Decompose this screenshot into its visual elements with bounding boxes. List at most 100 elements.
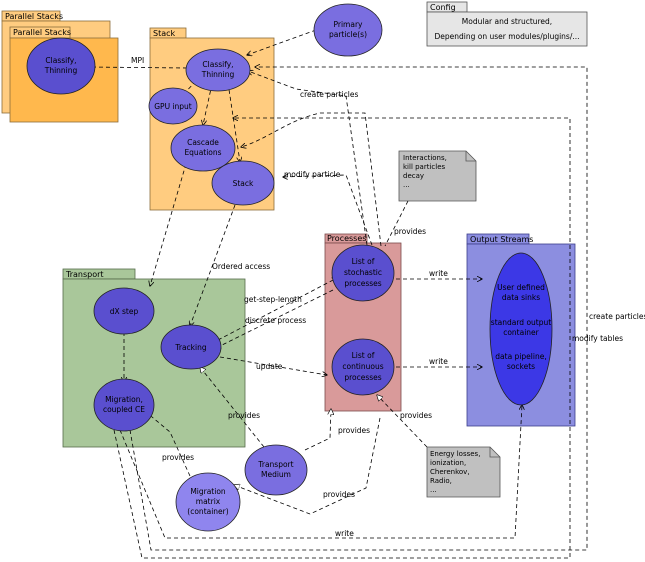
cascade-label-2: Equations	[184, 148, 221, 157]
label-mpi: MPI	[131, 56, 144, 65]
interactions-note-line-2: kill particles	[403, 163, 446, 171]
edge-labels: MPI create particles modify particle pro…	[131, 56, 645, 538]
label-provides-matrix-processes: provides	[323, 490, 355, 499]
sinks-label-3: standard output	[491, 318, 551, 327]
parallel-classify-label-2: Thinning	[44, 66, 78, 75]
interactions-note-line-4: ...	[403, 181, 410, 189]
edge-medium-tracking	[200, 367, 265, 448]
label-create-particles-right: create particles	[589, 312, 645, 321]
continuous-label-2: continuous	[342, 362, 383, 371]
label-provides-medium-tracking: provides	[228, 411, 260, 420]
edge-medium-processes	[304, 409, 331, 451]
medium-label-1: Transport	[257, 460, 293, 469]
dx-label: dX step	[110, 307, 139, 316]
config-line-1: Modular and structured,	[462, 17, 552, 26]
edge-discrete-process	[216, 289, 334, 348]
parallel-classify-node: Classify, Thinning	[26, 37, 96, 95]
label-write-stochastic: write	[429, 269, 448, 278]
edge-classify-stack	[227, 82, 240, 162]
sinks-label-1: User defined	[497, 283, 545, 292]
stochastic-label-1: List of	[352, 257, 375, 266]
migration-matrix-node: Migration matrix (container)	[175, 472, 241, 532]
stochastic-processes-node: List of stochastic processes	[331, 244, 395, 302]
parallel-stacks-inner-label: Parallel Stacks	[13, 28, 71, 37]
label-provides-energy: provides	[400, 411, 432, 420]
config-line-2: Depending on user modules/plugins/...	[434, 32, 579, 41]
label-write-bottom: write	[335, 529, 354, 538]
interactions-note-line-1: Interactions,	[403, 154, 447, 162]
edge-processes-matrix	[234, 417, 381, 515]
stack-node: Stack	[211, 160, 275, 206]
edge-cascade-dx	[150, 163, 187, 286]
edge-create-particles	[248, 71, 368, 246]
matrix-label-2: matrix	[196, 497, 221, 506]
parallel-stacks-outer-label: Parallel Stacks	[5, 12, 63, 21]
continuous-processes-node: List of continuous processes	[331, 338, 395, 396]
transport-package-label: Transport	[65, 270, 104, 279]
classify-thinning-node: Classify, Thinning	[185, 48, 251, 92]
migration-label-1: Migration,	[105, 395, 143, 404]
label-modify-tables: modify tables	[572, 334, 623, 343]
energy-note-line-1: Energy losses,	[430, 450, 480, 458]
edge-get-step-length	[217, 278, 337, 341]
continuous-label-3: processes	[344, 373, 381, 382]
cascade-equations-node: Cascade Equations	[170, 124, 236, 172]
interactions-note-line-3: decay	[403, 172, 424, 180]
energy-note-line-5: ...	[430, 486, 437, 494]
config-package: Config Modular and structured, Depending…	[426, 1, 588, 47]
label-write-continuous: write	[429, 357, 448, 366]
stack-node-label: Stack	[233, 179, 254, 188]
primary-label-1: Primary	[334, 20, 364, 29]
processes-package-label: Processes	[327, 234, 366, 243]
label-modify-particle: modify particle	[284, 170, 341, 179]
label-ordered-access: Ordered access	[212, 262, 270, 271]
stochastic-label-3: processes	[344, 279, 381, 288]
edge-interactions-stochastic	[384, 200, 409, 247]
label-provides-matrix: provides	[162, 453, 194, 462]
edge-primary-classify	[247, 29, 317, 55]
label-provides-medium-processes: provides	[338, 426, 370, 435]
stack-package-label: Stack	[153, 29, 176, 38]
edge-stack-tracking	[190, 204, 236, 326]
classify-label-1: Classify,	[202, 60, 233, 69]
sinks-label-6: sockets	[507, 362, 535, 371]
energy-note-line-3: Cherenkov,	[430, 468, 470, 476]
tracking-label: Tracking	[174, 343, 206, 352]
edge-create-particles-right	[129, 67, 588, 551]
stochastic-label-2: stochastic	[344, 268, 382, 277]
matrix-label-1: Migration	[190, 487, 226, 496]
classify-label-2: Thinning	[201, 70, 235, 79]
tracking-node: Tracking	[160, 324, 222, 370]
edge-matrix-migration	[146, 412, 191, 477]
medium-label-2: Medium	[261, 470, 291, 479]
edge-mpi	[88, 67, 188, 68]
transport-package: Transport	[62, 268, 246, 448]
label-discrete-process: discrete process	[245, 316, 306, 325]
dx-step-node: dX step	[93, 287, 155, 335]
gpu-input-node: GPU input	[148, 87, 198, 125]
label-provides-interactions: provides	[394, 227, 426, 236]
cascade-label-1: Cascade	[187, 138, 219, 147]
sinks-label-2: data sinks	[502, 293, 540, 302]
primary-particles-node: Primary particle(s)	[313, 3, 383, 57]
output-streams-package-label: Output Streams	[470, 235, 533, 244]
data-sinks-node: User defined data sinks standard output …	[489, 252, 553, 406]
gpu-label: GPU input	[154, 102, 192, 111]
interactions-note: Interactions, kill particles decay ...	[398, 150, 477, 202]
label-create-particles: create particles	[300, 90, 358, 99]
migration-coupled-node: Migration, coupled CE	[93, 378, 155, 432]
migration-label-2: coupled CE	[103, 405, 145, 414]
energy-losses-note: Energy losses, ionization, Cherenkov, Ra…	[426, 446, 501, 498]
edges	[88, 29, 588, 559]
edge-energy-continuous	[377, 395, 428, 448]
matrix-label-3: (container)	[187, 507, 228, 516]
edge-processes-cascade	[241, 112, 382, 247]
edge-write-bottom	[119, 405, 522, 539]
parallel-classify-label-1: Classify,	[45, 56, 76, 65]
edge-modify-tables	[113, 118, 571, 559]
energy-note-line-4: Radio,	[430, 477, 452, 485]
sinks-label-4: container	[503, 328, 539, 337]
transport-medium-node: Transport Medium	[244, 444, 308, 496]
continuous-label-1: List of	[352, 351, 375, 360]
